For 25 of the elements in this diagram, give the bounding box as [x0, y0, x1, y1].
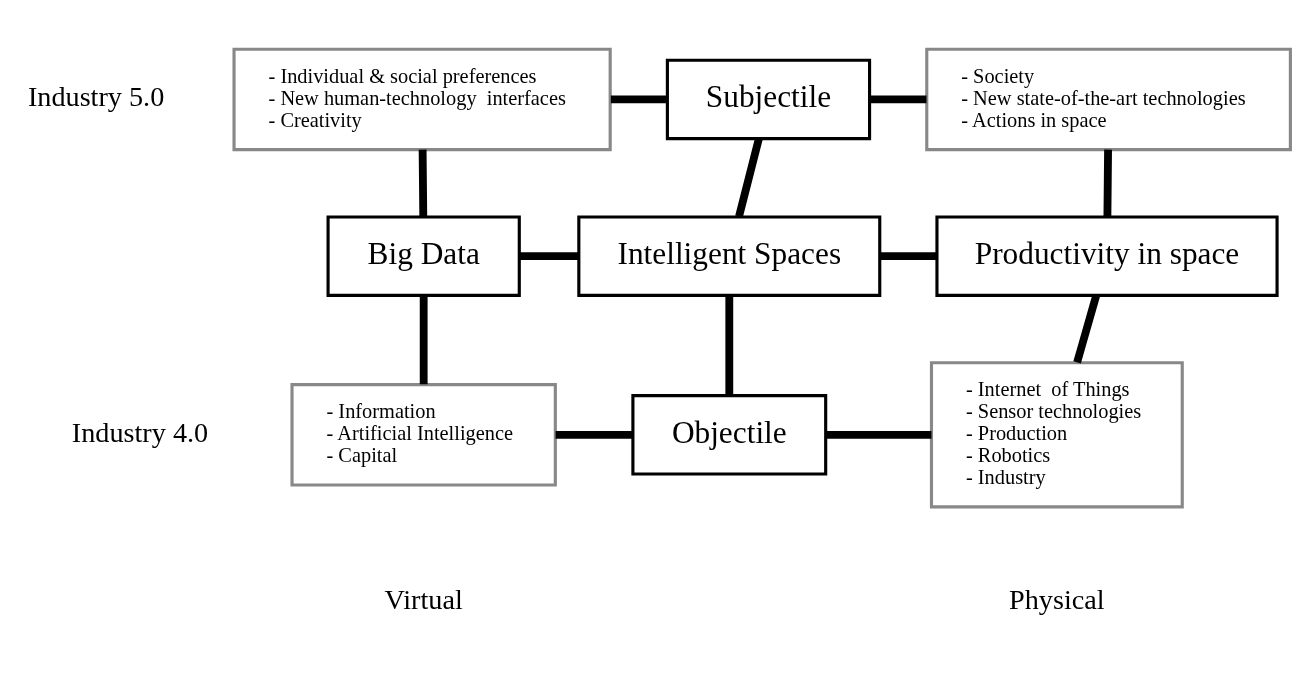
connector [519, 252, 579, 261]
connector [555, 430, 633, 439]
connector [825, 430, 932, 439]
connector [879, 252, 937, 261]
connector [1103, 149, 1112, 217]
connector [725, 295, 734, 396]
node-box: Subjectile [665, 58, 872, 141]
node-box: - Internet of Things - Sensor technologies - Production - Robotics - Industry [929, 361, 1184, 509]
connector [1073, 294, 1101, 364]
node-box: - Individual & social preferences - New human-technology interfaces - Creativity [232, 47, 612, 152]
connector [735, 138, 763, 218]
node-box: Objectile [631, 394, 828, 476]
connector [418, 149, 428, 217]
connector [419, 295, 428, 385]
label: Industry 4.0 [71, 416, 209, 448]
label: Industry 5.0 [27, 81, 165, 113]
label: Physical [1009, 584, 1105, 616]
node-box: - Society - New state-of-the-art technologies - Actions in space [925, 47, 1292, 152]
node-box: - Information - Artificial Intelligence - Capital [290, 383, 557, 487]
label: Virtual [384, 584, 463, 616]
connector [870, 95, 927, 104]
node-box: Productivity in space [935, 215, 1279, 297]
node-box: Intelligent Spaces [577, 215, 882, 297]
node-box: Big Data [326, 215, 521, 297]
connector [610, 95, 667, 104]
